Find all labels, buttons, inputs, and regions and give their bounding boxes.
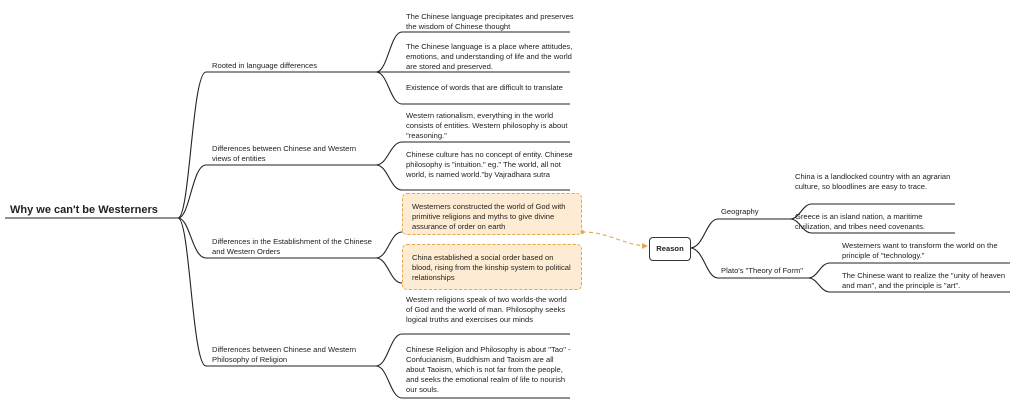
link-plato-leaf1 [807, 262, 1010, 279]
leaf-geography-1[interactable]: China is a landlocked country with an ag… [795, 172, 951, 191]
link-b4-leaf1 [375, 333, 570, 367]
link-b3-leaf2 [375, 257, 580, 284]
branch-entities[interactable]: Differences between Chinese and Western … [212, 144, 357, 163]
leaf-geography-2[interactable]: Greece is an island nation, a maritime c… [795, 212, 926, 231]
link-b2-leaf2 [375, 164, 570, 191]
leaf-religion-1[interactable]: Western religions speak of two worlds-th… [406, 295, 567, 324]
leaf-orders-1[interactable]: Westerners constructed the world of God … [412, 202, 566, 231]
relation-arrow [581, 231, 647, 247]
link-reason-plato [689, 247, 808, 279]
branch-plato[interactable]: Plato's "Theory of Form" [721, 266, 803, 275]
link-b4-leaf2 [375, 365, 570, 399]
link-geo-leaf2 [789, 218, 955, 234]
branch-geography[interactable]: Geography [721, 207, 759, 216]
leaf-entities-1[interactable]: Western rationalism, everything in the w… [406, 111, 568, 140]
branch-orders[interactable]: Differences in the Establishment of the … [212, 237, 372, 256]
link-reason-geo [689, 218, 790, 249]
leaf-language-1[interactable]: The Chinese language precipitates and pr… [406, 12, 574, 31]
link-b3-leaf1 [375, 231, 580, 259]
leaf-language-3[interactable]: Existence of words that are difficult to… [406, 83, 563, 92]
link-b2-leaf1 [375, 141, 570, 166]
reason-node[interactable]: Reason [649, 237, 691, 261]
relation-arrowhead [642, 243, 648, 249]
link-b1-leaf1 [375, 31, 570, 73]
leaf-orders-2[interactable]: China established a social order based o… [412, 253, 571, 282]
leaf-language-2[interactable]: The Chinese language is a place where at… [406, 42, 573, 71]
leaf-plato-2[interactable]: The Chinese want to realize the "unity o… [842, 271, 1006, 290]
branch-religion[interactable]: Differences between Chinese and Western … [212, 345, 357, 364]
highlight-box-2 [402, 244, 582, 290]
root-topic[interactable]: Why we can't be Westerners [10, 204, 158, 216]
link-root-branch4 [177, 217, 376, 367]
link-geo-leaf1 [789, 203, 955, 220]
link-root-branch1 [177, 71, 376, 219]
link-root-branch3 [177, 217, 376, 259]
leaf-religion-2[interactable]: Chinese Religion and Philosophy is about… [406, 345, 571, 394]
branch-language[interactable]: Rooted in language differences [212, 61, 317, 70]
link-root-branch2 [177, 164, 376, 219]
link-plato-leaf2 [807, 277, 1010, 293]
leaf-plato-1[interactable]: Westerners want to transform the world o… [842, 241, 998, 260]
link-b1-leaf3 [375, 71, 570, 105]
leaf-entities-2[interactable]: Chinese culture has no concept of entity… [406, 150, 573, 179]
highlight-box-1 [402, 193, 582, 235]
